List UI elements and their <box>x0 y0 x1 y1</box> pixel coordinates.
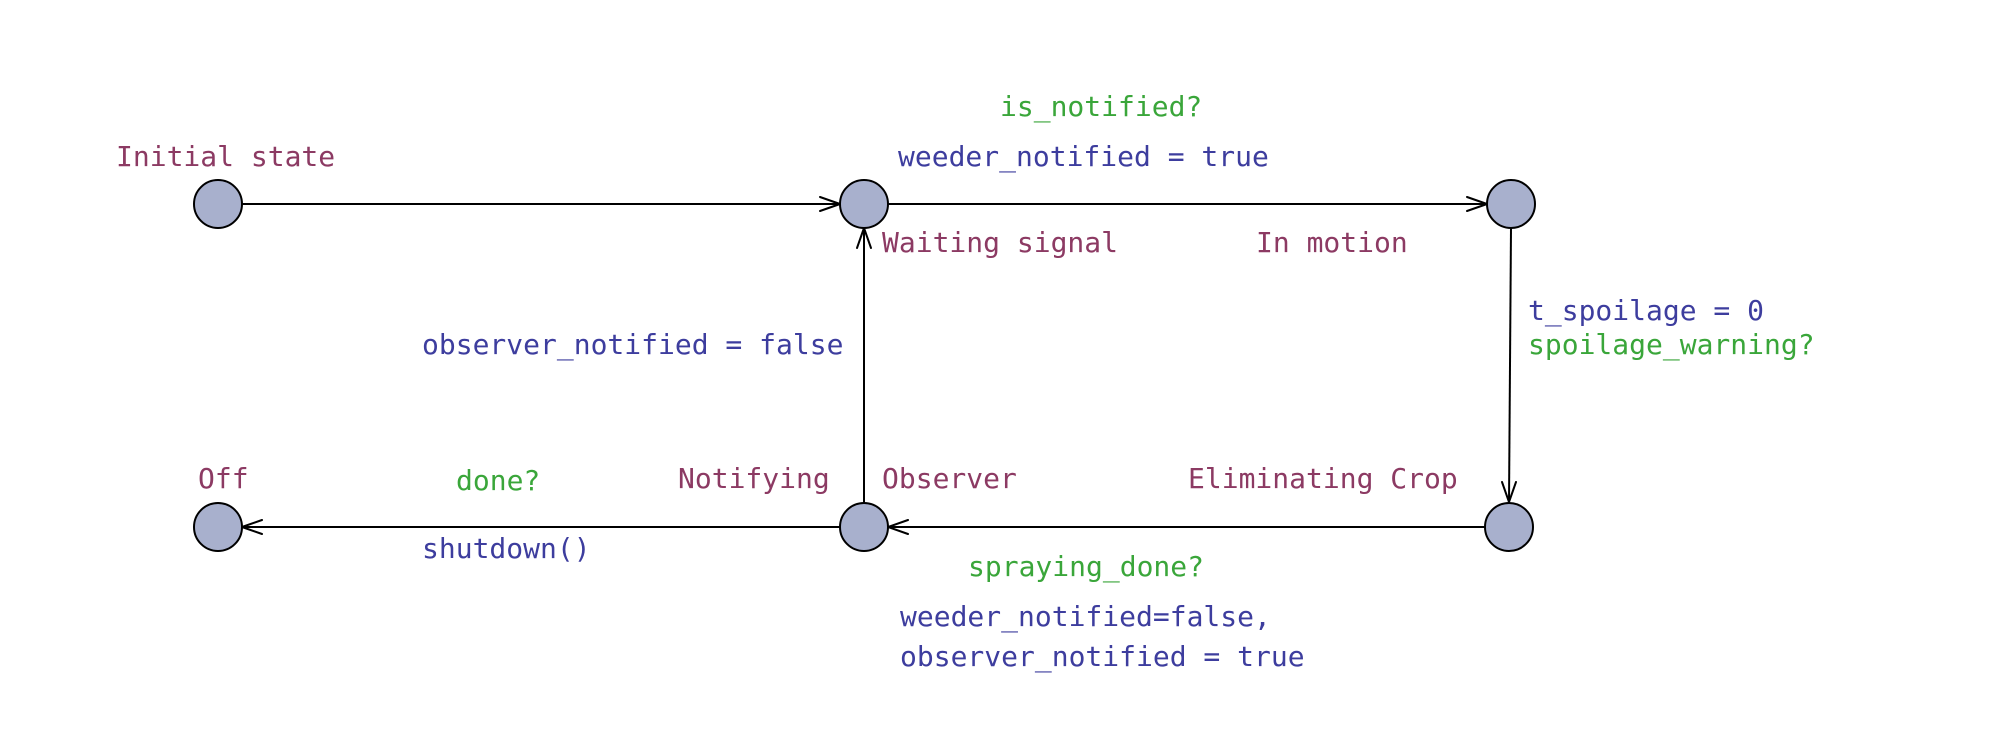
state-label-initial: Initial state <box>116 140 335 173</box>
sync-label-done: done? <box>456 464 540 497</box>
update-label-observer-notified-false: observer_notified = false <box>422 328 843 362</box>
state-label-off: Off <box>198 462 249 495</box>
sync-label-is-notified: is_notified? <box>1000 90 1202 124</box>
state-label-in-motion: In motion <box>1256 226 1408 259</box>
state-label-eliminating: Eliminating Crop <box>1188 462 1458 495</box>
sync-label-spoilage-warning: spoilage_warning? <box>1528 328 1815 362</box>
node-waiting-signal[interactable] <box>839 179 889 229</box>
update-label-weeder-notified-true: weeder_notified = true <box>898 140 1269 174</box>
node-eliminating-crop[interactable] <box>1484 502 1534 552</box>
edge-motion-to-eliminating <box>1508 227 1512 503</box>
update-label-weeder-notified-false: weeder_notified=false, <box>900 600 1271 634</box>
sync-label-spraying-done: spraying_done? <box>968 550 1204 584</box>
node-initial-state[interactable] <box>193 179 243 229</box>
update-label-observer-notified-true: observer_notified = true <box>900 640 1305 674</box>
state-label-notifying: Notifying <box>678 462 830 495</box>
state-label-waiting: Waiting signal <box>882 226 1118 259</box>
update-label-t-spoilage: t_spoilage = 0 <box>1528 294 1764 328</box>
state-label-observer: Observer <box>882 462 1017 495</box>
node-in-motion[interactable] <box>1486 179 1536 229</box>
update-label-shutdown: shutdown() <box>422 532 591 565</box>
node-observer[interactable] <box>839 502 889 552</box>
node-off[interactable] <box>193 502 243 552</box>
